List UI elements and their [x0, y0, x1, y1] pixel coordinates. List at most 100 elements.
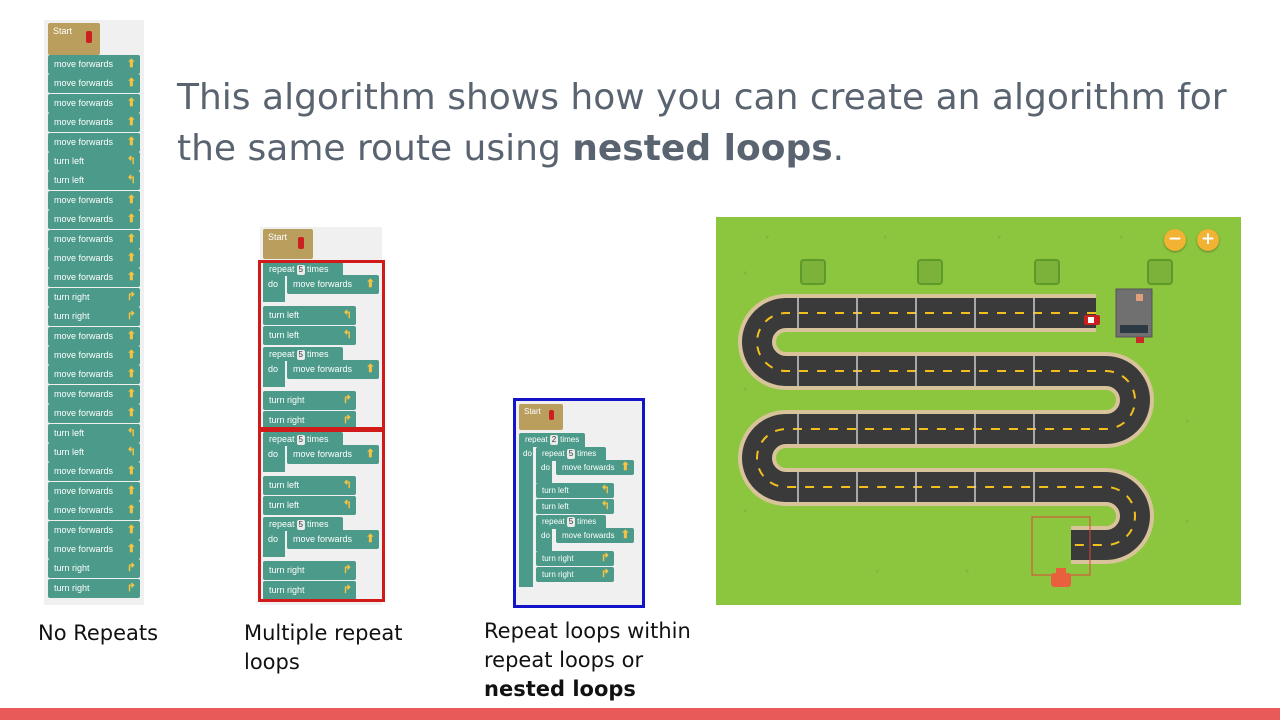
command-block[interactable]: turn right↱	[48, 578, 140, 598]
arrow-up-icon: ⬆	[126, 407, 136, 420]
command-block[interactable]: move forwards⬆	[287, 530, 379, 549]
arrow-up-icon: ⬆	[126, 271, 136, 284]
command-block[interactable]: move forwards⬆	[48, 268, 140, 288]
command-block[interactable]: turn left↰	[536, 499, 614, 514]
arrow-up-icon: ⬆	[365, 363, 375, 375]
repeat-count[interactable]: 2	[549, 435, 559, 445]
command-block[interactable]: turn left↰	[263, 326, 356, 345]
command-block[interactable]: move forwards⬆	[48, 229, 140, 249]
command-block[interactable]: turn right↱	[263, 581, 356, 600]
command-block[interactable]: move forwards⬆	[48, 190, 140, 210]
command-block[interactable]: turn left↰	[536, 483, 614, 498]
command-block[interactable]: move forwards⬆	[48, 113, 140, 133]
repeat-word: repeat	[269, 349, 295, 359]
zoom-in-button[interactable]: +	[1197, 229, 1219, 251]
command-block[interactable]: turn right↱	[263, 391, 356, 410]
grass-icon: ᵥ	[766, 231, 769, 240]
command-block[interactable]: turn left↰	[263, 306, 356, 325]
command-label: move forwards	[293, 534, 353, 544]
command-block[interactable]: move forwards⬆	[556, 460, 634, 475]
command-block[interactable]: turn left↰	[263, 496, 356, 515]
bottom-bar	[0, 708, 1280, 720]
start-building	[1115, 288, 1153, 343]
command-block[interactable]: move forwards⬆	[48, 93, 140, 113]
command-label: turn right	[269, 585, 305, 595]
command-block[interactable]: move forwards⬆	[48, 346, 140, 365]
command-block[interactable]: move forwards⬆	[556, 528, 634, 543]
command-label: move forwards	[562, 531, 615, 540]
command-block[interactable]: turn right↱	[536, 551, 614, 566]
start-block[interactable]: Start	[519, 404, 563, 430]
zoom-out-button[interactable]: −	[1164, 229, 1186, 251]
car-icon	[86, 31, 92, 43]
turn-left-icon: ↰	[342, 329, 352, 341]
command-block[interactable]: move forwards⬆	[48, 540, 140, 559]
no-repeats-panel: Start move forwards⬆move forwards⬆move f…	[44, 20, 144, 605]
command-block[interactable]: turn left↰	[48, 423, 140, 443]
command-block[interactable]: turn left↰	[48, 443, 140, 462]
command-block[interactable]: move forwards⬆	[48, 326, 140, 346]
command-block[interactable]: move forwards⬆	[48, 462, 140, 482]
grass-icon: ᵥ	[1120, 231, 1123, 240]
command-block[interactable]: move forwards⬆	[48, 249, 140, 268]
command-block[interactable]: move forwards⬆	[48, 55, 140, 74]
turn-left-icon: ↰	[126, 446, 136, 458]
command-block[interactable]: turn left↰	[48, 152, 140, 171]
command-block[interactable]: move forwards⬆	[48, 210, 140, 230]
command-block[interactable]: move forwards⬆	[48, 365, 140, 385]
command-block[interactable]: move forwards⬆	[48, 404, 140, 424]
start-block[interactable]: Start	[263, 229, 313, 259]
grass-icon: ᵥ	[744, 383, 747, 392]
command-block[interactable]: turn right↱	[536, 567, 614, 582]
command-block[interactable]: turn left↰	[263, 476, 356, 495]
command-label: move forwards	[562, 463, 615, 472]
grass-icon: ᵥ	[876, 565, 879, 574]
command-block[interactable]: move forwards⬆	[48, 481, 140, 501]
loop-bracket	[263, 531, 285, 557]
start-block[interactable]: Start	[48, 23, 100, 55]
command-block[interactable]: move forwards⬆	[287, 445, 379, 464]
repeat-count[interactable]: 5	[566, 449, 576, 459]
slide-heading: This algorithm shows how you can create …	[177, 72, 1237, 174]
repeat-count[interactable]: 5	[296, 265, 305, 275]
command-block[interactable]: turn right↱	[48, 559, 140, 579]
command-block[interactable]: turn right↱	[263, 561, 356, 580]
blue-outline	[513, 398, 645, 608]
command-block[interactable]: move forwards⬆	[48, 132, 140, 152]
repeat-count[interactable]: 5	[296, 350, 305, 360]
turn-left-icon: ↰	[600, 500, 610, 512]
command-label: turn right	[54, 563, 90, 574]
times-word: times	[306, 519, 329, 529]
command-block[interactable]: move forwards⬆	[48, 520, 140, 540]
command-label: move forwards	[54, 388, 114, 399]
arrow-up-icon: ⬆	[126, 252, 136, 264]
repeat-count[interactable]: 5	[566, 517, 576, 527]
command-block[interactable]: turn right↱	[48, 307, 140, 327]
command-label: turn left	[54, 175, 85, 186]
command-block[interactable]: move forwards⬆	[287, 360, 379, 379]
repeat-count[interactable]: 5	[296, 520, 305, 530]
command-block[interactable]: move forwards⬆	[48, 384, 140, 404]
command-label: turn left	[542, 486, 569, 495]
command-block[interactable]: move forwards⬆	[48, 501, 140, 521]
turn-right-icon: ↱	[126, 310, 136, 323]
command-label: turn right	[54, 291, 90, 302]
repeat-count[interactable]: 5	[296, 435, 305, 445]
command-label: move forwards	[54, 194, 114, 205]
arrow-up-icon: ⬆	[365, 278, 375, 290]
command-block[interactable]: turn right↱	[48, 287, 140, 307]
command-block[interactable]: move forwards⬆	[287, 275, 379, 294]
command-block[interactable]: turn right↱	[263, 411, 356, 430]
command-block[interactable]: move forwards⬆	[48, 74, 140, 94]
arrow-up-icon: ⬆	[126, 329, 136, 342]
command-block[interactable]: turn left↰	[48, 171, 140, 191]
arrow-up-icon: ⬆	[126, 504, 136, 517]
